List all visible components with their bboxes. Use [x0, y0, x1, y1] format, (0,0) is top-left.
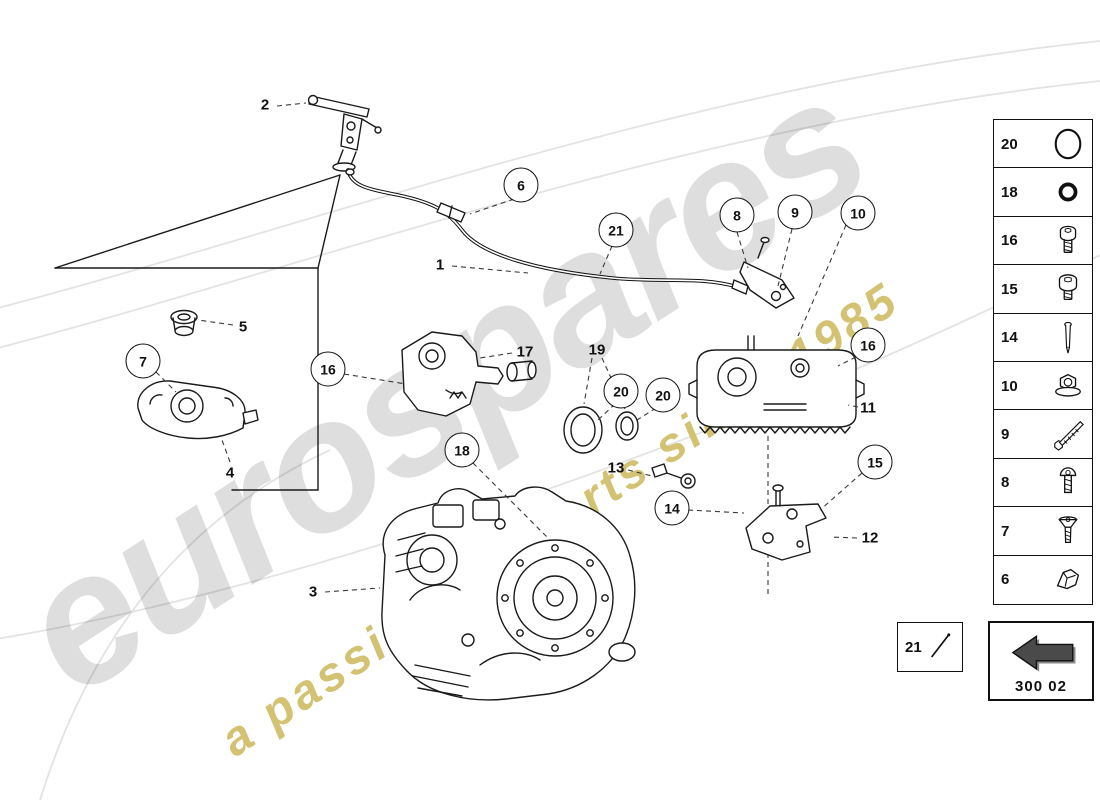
flange-nut-icon [1055, 373, 1081, 397]
legend-number-9: 9 [1001, 425, 1010, 443]
legend-number-15: 15 [1001, 280, 1018, 298]
part-label-4: 4 [225, 464, 235, 482]
legend-item-20[interactable]: 20 [993, 119, 1093, 169]
legend-item-7[interactable]: 7 [993, 506, 1093, 557]
part-label-12: 12 [861, 529, 879, 547]
bracket-plate-part [137, 380, 259, 440]
gearbox-part [381, 486, 636, 701]
callout-circle-20-a: 20 [603, 373, 639, 409]
button-head-screw-icon [1059, 467, 1077, 493]
cable-end-bracket-part [731, 236, 795, 309]
legend-number-18: 18 [1001, 183, 1018, 201]
legend-item-8[interactable]: 8 [993, 457, 1093, 508]
part-label-11: 11 [860, 399, 876, 417]
leader-lines [155, 102, 863, 593]
part-label-1: 1 [435, 256, 445, 274]
callout-circle-21: 21 [598, 212, 634, 248]
callout-circle-7: 7 [125, 343, 161, 379]
callout-circle-16-right: 16 [850, 327, 886, 363]
socket-head-bolt-short-icon [1058, 274, 1078, 301]
hardware-legend: 20 18 16 15 [993, 119, 1093, 605]
grommet-part [170, 309, 198, 337]
legend-item-14[interactable]: 14 [993, 312, 1093, 363]
diagram-code: 300 02 [1015, 678, 1067, 695]
legend-number-6: 6 [1001, 571, 1010, 589]
part-label-19: 19 [588, 341, 606, 359]
legend-item-15[interactable]: 15 [993, 264, 1093, 315]
legend-item-18[interactable]: 18 [993, 167, 1093, 218]
legend-number-21: 21 [905, 638, 922, 656]
seal-rings-part [563, 406, 639, 454]
callout-circle-16-left: 16 [310, 351, 346, 387]
legend-number-20: 20 [1001, 135, 1018, 153]
callout-circle-20-b: 20 [645, 377, 681, 413]
part-label-5: 5 [238, 318, 248, 336]
legend-number-8: 8 [1001, 474, 1010, 492]
o-ring-small-icon [1058, 182, 1078, 202]
callout-circle-15: 15 [857, 444, 893, 480]
callout-circle-8: 8 [719, 197, 755, 233]
cover-part [688, 335, 865, 434]
legend-number-7: 7 [1001, 522, 1010, 540]
legend-number-16: 16 [1001, 232, 1018, 250]
stud-pin-icon [1064, 321, 1072, 353]
back-arrow-icon [1011, 634, 1076, 672]
o-ring-large-icon [1054, 128, 1082, 160]
callout-circle-9: 9 [777, 194, 813, 230]
callout-circle-18: 18 [444, 432, 480, 468]
release-mechanism-part [401, 331, 537, 417]
countersunk-screw-icon [1058, 516, 1078, 544]
legend-item-16[interactable]: 16 [993, 215, 1093, 266]
pin-icon [931, 633, 951, 658]
support-bracket-part [745, 436, 827, 598]
part-label-3: 3 [308, 583, 318, 601]
callout-circle-10: 10 [840, 195, 876, 231]
legend-item-21[interactable]: 21 [897, 622, 963, 672]
callout-circle-14: 14 [654, 490, 690, 526]
callout-circle-6: 6 [503, 167, 539, 203]
legend-number-10: 10 [1001, 377, 1018, 395]
part-label-2: 2 [260, 96, 270, 114]
legend-item-10[interactable]: 10 [993, 361, 1093, 412]
legend-item-9[interactable]: 9 [993, 409, 1093, 460]
diagram-nav-button[interactable]: 300 02 [988, 621, 1094, 701]
part-label-13: 13 [607, 459, 625, 477]
retainer-clip-icon [1056, 568, 1080, 589]
part-label-17: 17 [516, 343, 534, 361]
long-hex-bolt-icon [1054, 421, 1084, 452]
legend-number-14: 14 [1001, 329, 1018, 347]
release-lever-part [307, 94, 382, 172]
bowden-cable-part [345, 168, 746, 291]
sensor-part [651, 463, 696, 489]
legend-item-6[interactable]: 6 [993, 554, 1093, 605]
socket-head-bolt-icon [1059, 225, 1077, 253]
